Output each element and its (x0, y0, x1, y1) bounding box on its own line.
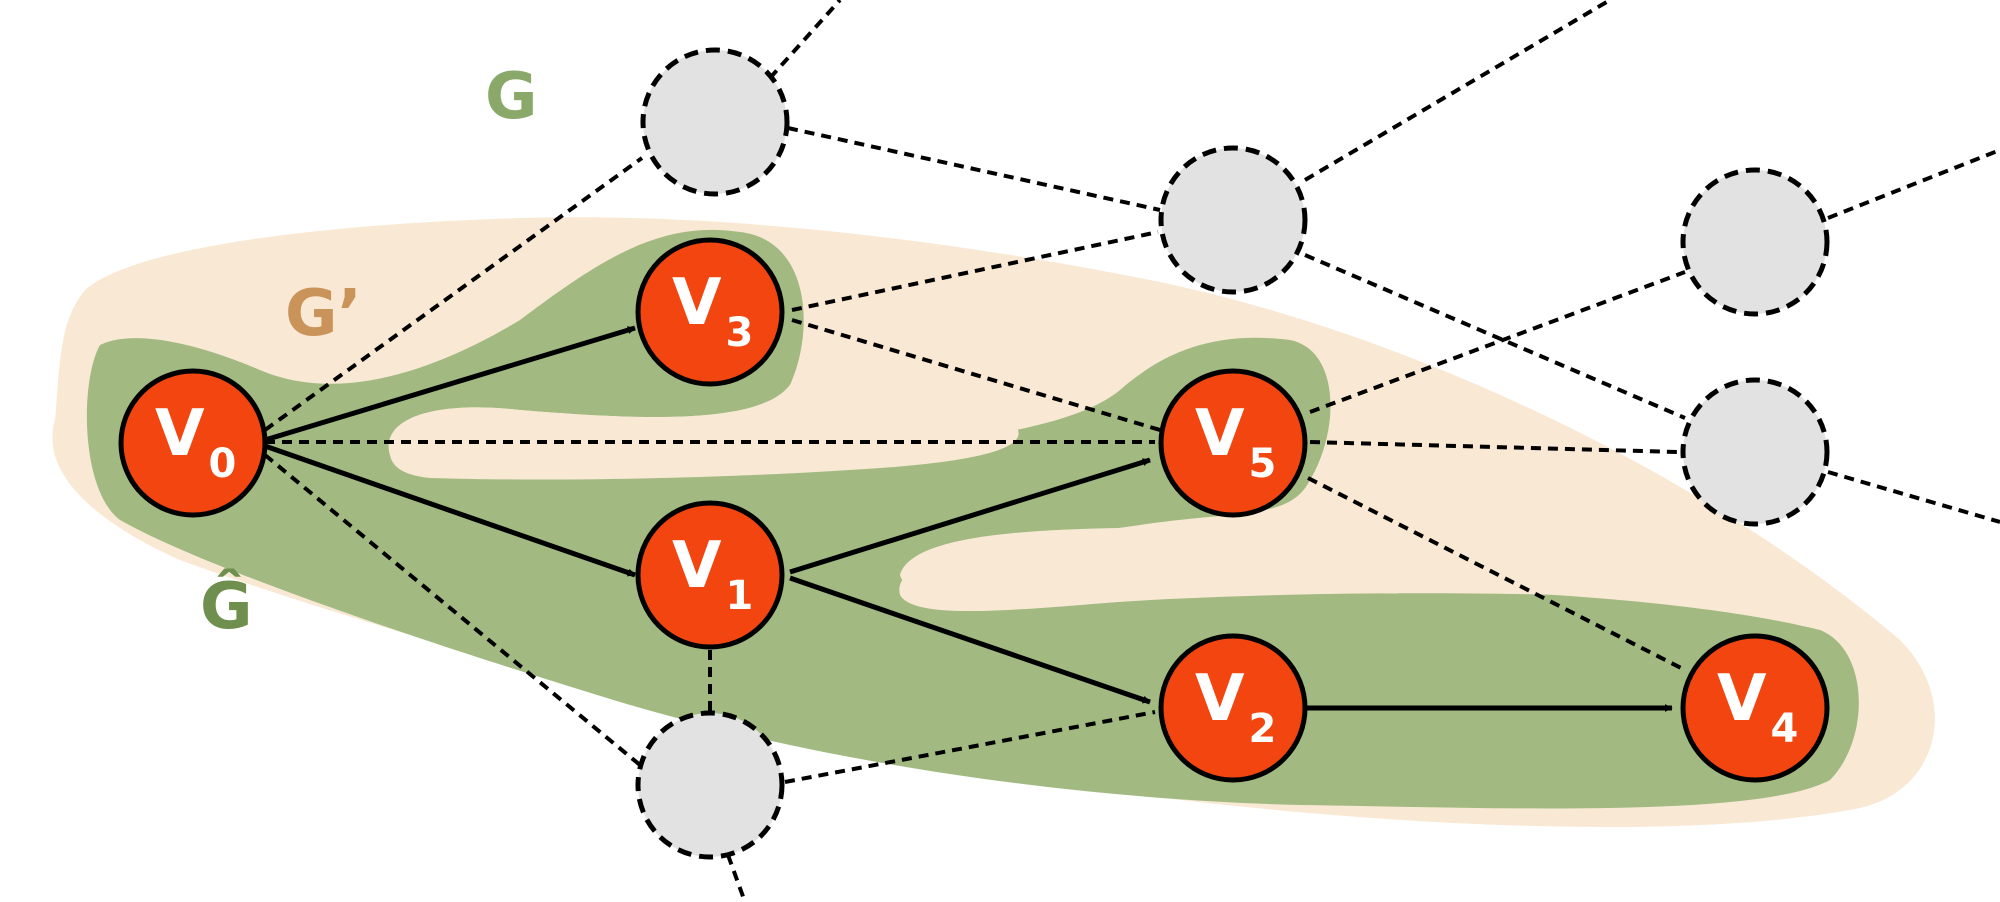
edge-v0-v1 (264, 443, 636, 578)
g-hat-inner-gap-upper (388, 385, 1019, 480)
edge-v1-v5 (789, 457, 1151, 575)
node-v5 (1158, 368, 1308, 518)
dashed-edge-uright1-offscreen (1827, 148, 2000, 220)
label-g-hat: Ĝ (200, 568, 253, 644)
dashed-edge-v5-uright2 (1309, 440, 1679, 454)
dashed-edge-v3-v5 (791, 318, 1161, 432)
node-u-right1 (1680, 167, 1830, 317)
dashed-edge-utop-umid (787, 126, 1161, 212)
dashed-edge-v0-ubottom (263, 453, 642, 767)
node-v2 (1158, 633, 1308, 783)
dashed-edge-ubottom-v2 (784, 710, 1156, 784)
dashed-edge-v0-utop (263, 156, 644, 432)
g-hat-inner-gap-lower (900, 500, 1700, 606)
inactive-nodes (635, 47, 1830, 860)
label-g-prime: G’ (285, 277, 362, 351)
dashed-edge-v3-umid (791, 230, 1159, 312)
node-v3 (635, 237, 785, 387)
dashed-edge-uright2-offscreen (1827, 470, 2000, 524)
dashed-edge-v5-v4 (1307, 476, 1686, 672)
dashed-edges (263, 0, 2000, 902)
label-g: G (485, 60, 538, 134)
node-u-top (640, 47, 790, 197)
g-hat-region (86, 229, 1859, 809)
node-u-mid (1158, 145, 1308, 295)
edge-v1-v2 (789, 575, 1151, 705)
dashed-edge-umid-offscreen (1303, 0, 1612, 182)
edge-v0-v3 (264, 325, 636, 443)
solid-edges (264, 325, 1673, 712)
node-u-right2 (1680, 377, 1830, 527)
dashed-edge-top-offscreen (768, 0, 842, 80)
node-v4 (1680, 633, 1830, 783)
node-u-bottom (635, 710, 785, 860)
node-v0 (118, 368, 268, 518)
active-nodes (118, 237, 1830, 783)
dashed-edge-umid-uright2 (1304, 253, 1686, 420)
node-v1 (635, 500, 785, 650)
dashed-edge-ubottom-offscreen (726, 854, 747, 902)
